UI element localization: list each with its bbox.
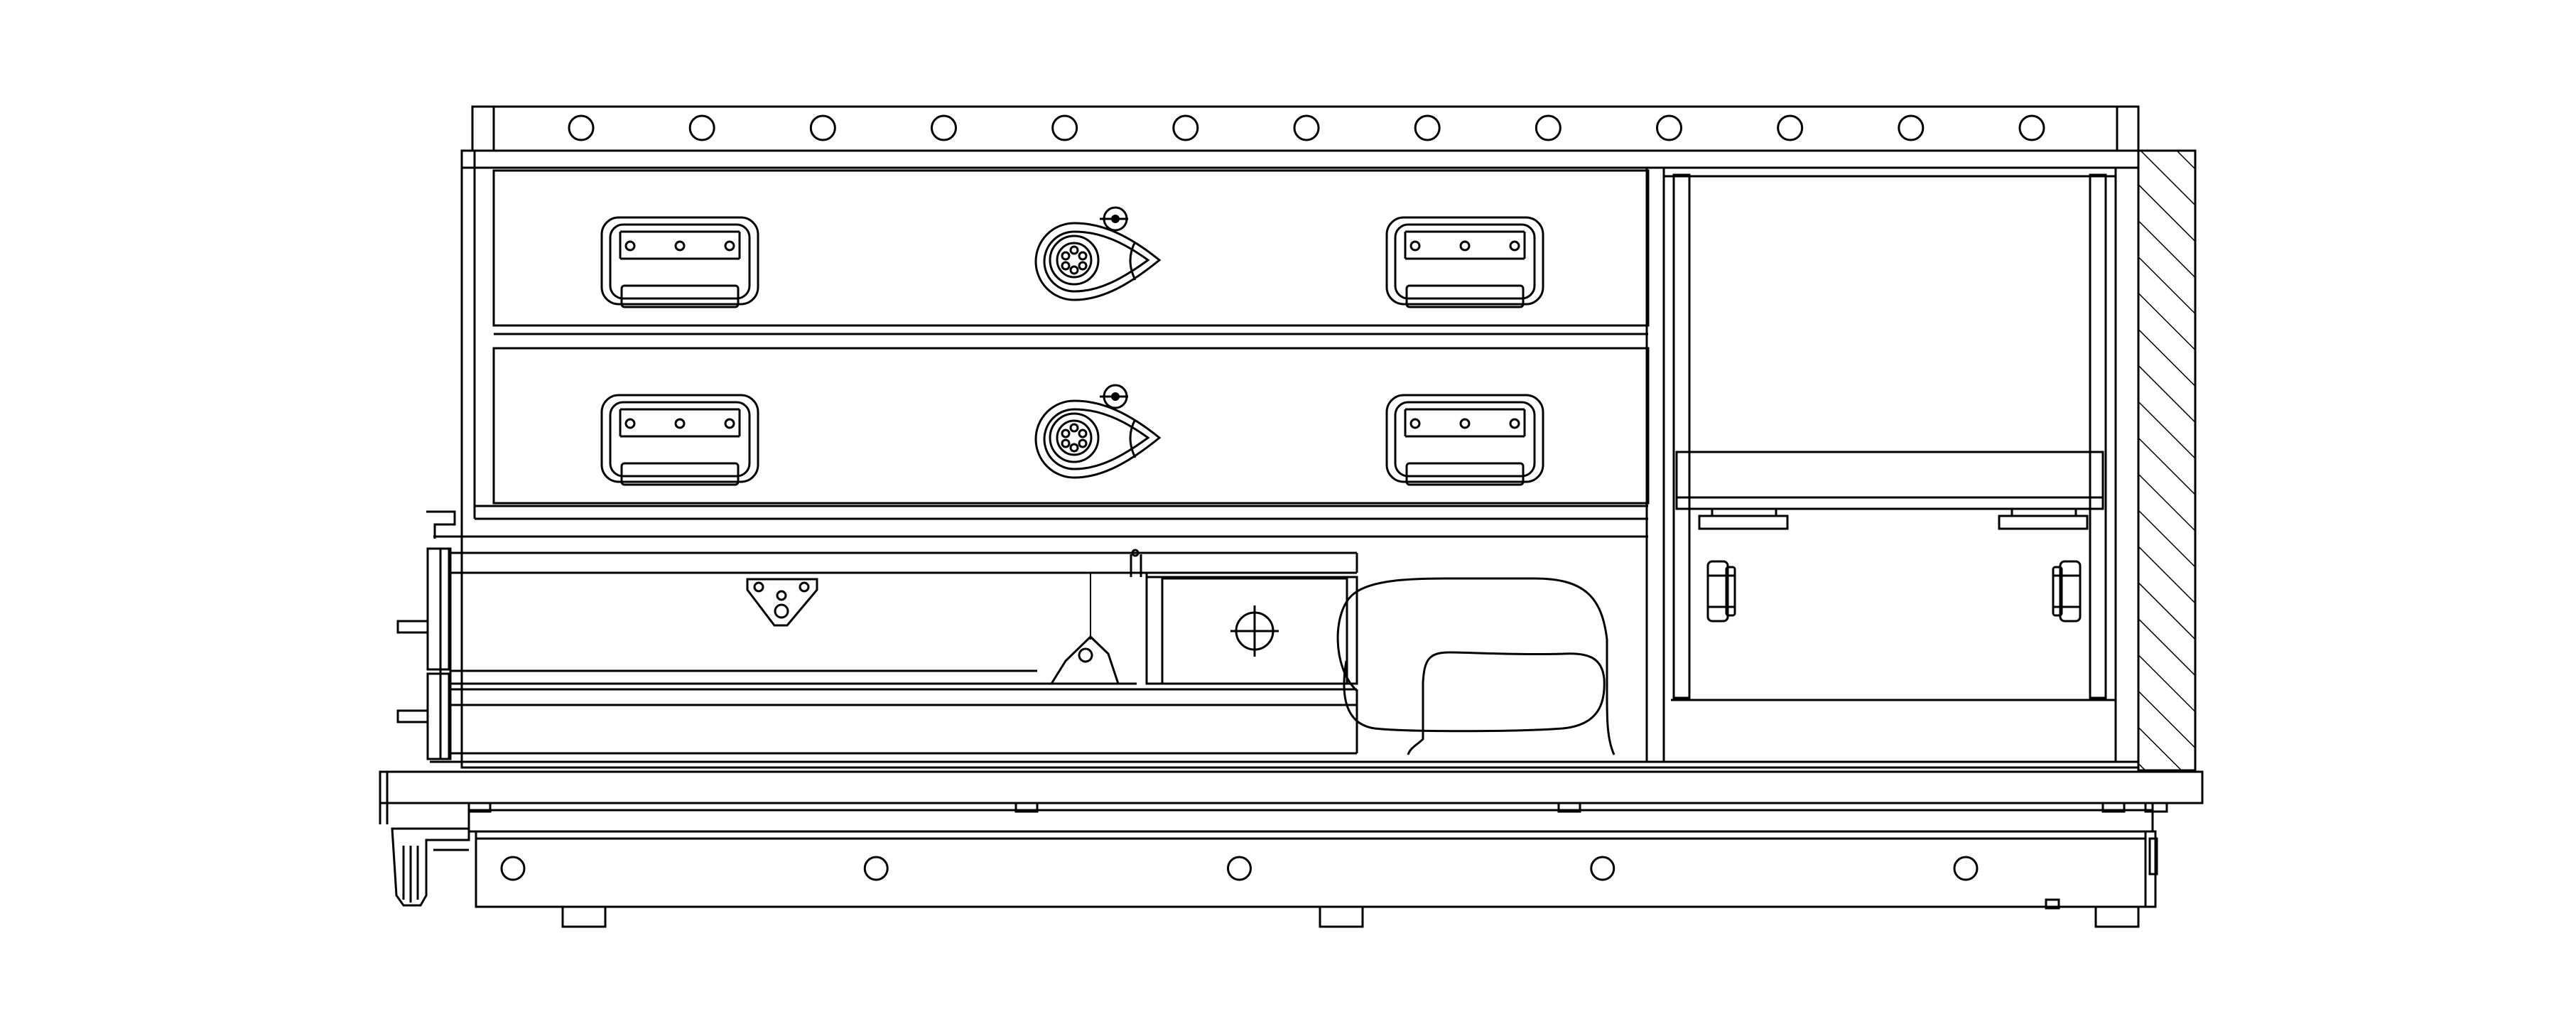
right-compartment — [1664, 168, 2117, 762]
top-rail-holes — [568, 114, 2045, 141]
hatched-wall-section — [2137, 149, 2197, 772]
top-rail-hole — [2018, 114, 2045, 141]
top-rail-hole — [1656, 114, 1682, 141]
rotary-lock-icon — [1034, 206, 1161, 301]
base-frame-hole — [1590, 856, 1616, 881]
top-mounting-rail — [471, 105, 2140, 152]
flexible-hose — [1336, 577, 1616, 755]
top-rail-hole — [1051, 114, 1078, 141]
drawer-handle-icon — [600, 216, 759, 308]
base-frame-hole — [1953, 856, 1979, 881]
top-rail-hole — [568, 114, 595, 141]
rotary-lock-icon — [1034, 384, 1161, 479]
slide-out-tray — [396, 510, 1358, 760]
drawer-handle-icon — [1385, 216, 1544, 308]
drawer-bottom — [492, 347, 1650, 505]
top-rail-hole — [688, 114, 715, 141]
top-rail-hole — [1777, 114, 1804, 141]
drawer-top — [492, 169, 1650, 327]
drawer-handle-icon — [1385, 394, 1544, 486]
top-rail-hole — [931, 114, 957, 141]
base-frame-holes — [500, 856, 1979, 881]
top-rail-hole — [1535, 114, 1562, 141]
cabinet-floor — [379, 760, 2204, 833]
top-rail-hole — [809, 114, 836, 141]
crosshair-icon — [1230, 605, 1279, 657]
left-leveling-bracket — [391, 827, 470, 907]
base-frame — [475, 830, 2158, 928]
top-rail-hole — [1414, 114, 1441, 141]
drawer-handle-icon — [600, 394, 759, 486]
top-rail-hole — [1293, 114, 1320, 141]
base-frame-hole — [500, 856, 526, 881]
cabinet-frame — [460, 149, 2140, 769]
base-frame-hole — [863, 856, 889, 881]
top-rail-hole — [1172, 114, 1199, 141]
base-frame-hole — [1227, 856, 1252, 881]
top-rail-hole — [1898, 114, 1925, 141]
